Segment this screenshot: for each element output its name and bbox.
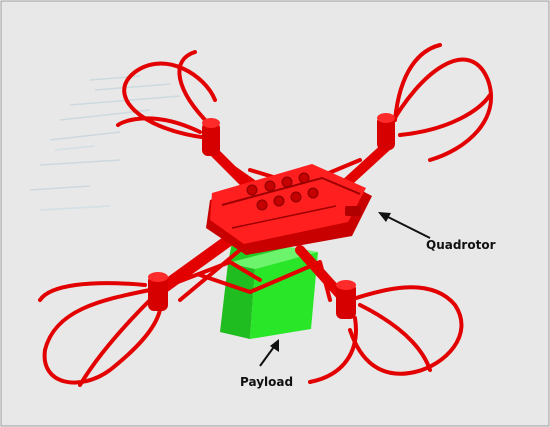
propeller-guard-front-right	[386, 43, 493, 162]
motor-rear-right	[336, 280, 356, 319]
drone-body	[206, 164, 372, 255]
motors	[148, 113, 395, 319]
annotation-quadrotor: Quadrotor	[378, 212, 496, 252]
propeller-guard-rear-right	[308, 285, 464, 384]
propeller-guard-rear-left	[38, 281, 162, 387]
payload-arrow-head	[270, 339, 279, 352]
annotation-payload: Payload	[240, 339, 293, 389]
motor-rear-left	[148, 272, 168, 311]
motor-front-right	[377, 113, 395, 150]
body-vents	[246, 172, 319, 211]
sketch-artifacts	[29, 75, 181, 211]
quadrotor-label: Quadrotor	[426, 238, 496, 252]
quadrotor-arrow	[381, 213, 431, 239]
propeller-guard-front-left	[116, 50, 217, 140]
motor-front-left	[202, 118, 220, 156]
quadrotor-arrow-head	[378, 212, 391, 222]
payload-label: Payload	[240, 375, 293, 389]
